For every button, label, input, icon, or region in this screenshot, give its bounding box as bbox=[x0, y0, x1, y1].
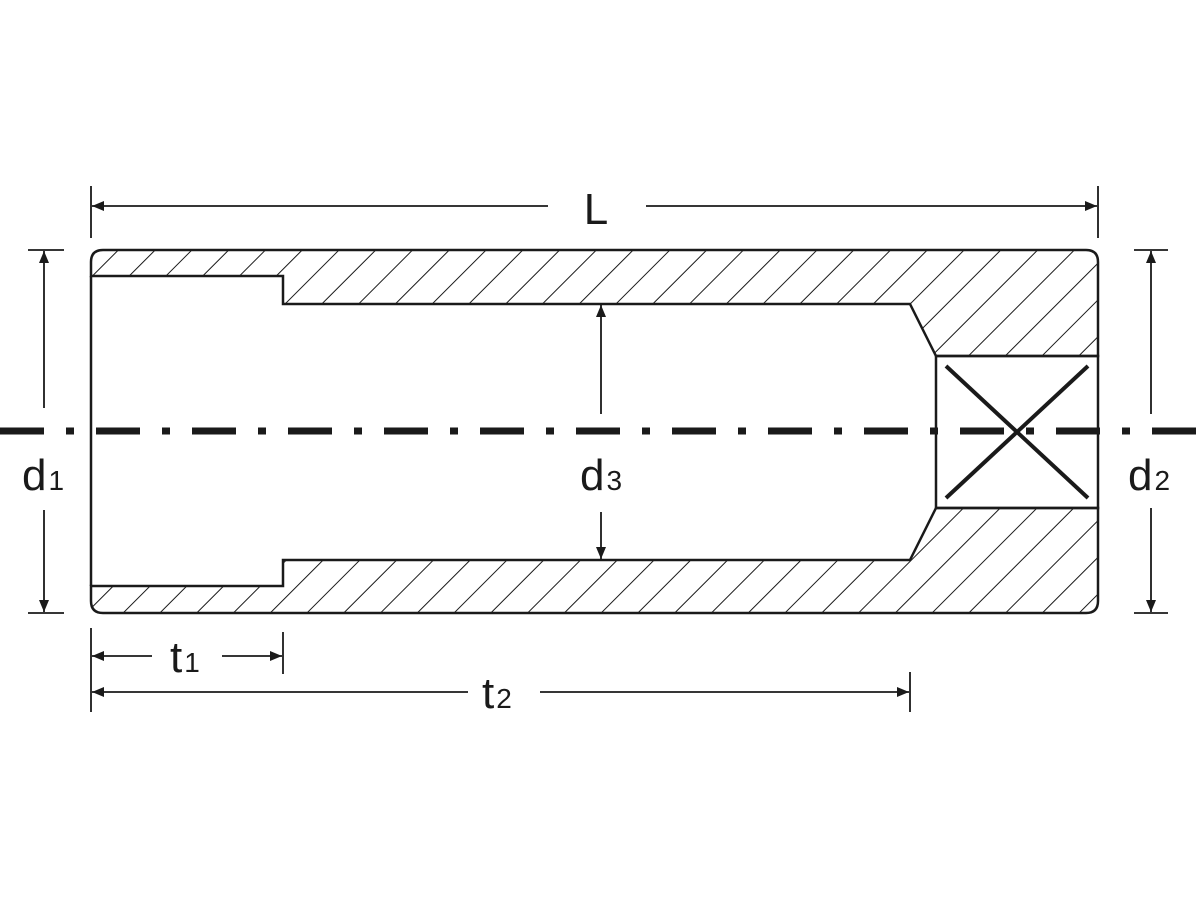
lower-wall-section bbox=[89, 506, 1100, 615]
dimension-t2-base: t bbox=[482, 669, 494, 718]
dimension-l-label: L bbox=[584, 185, 608, 234]
dimension-d3-sub: 3 bbox=[606, 465, 622, 496]
dimension-t2-sub: 2 bbox=[496, 683, 512, 714]
dimension-d1-label: d1 bbox=[22, 451, 64, 500]
dimension-d3-base: d bbox=[580, 451, 604, 500]
dimension-d2-base: d bbox=[1128, 451, 1152, 500]
extension-lines bbox=[28, 186, 1168, 712]
dimension-t1-sub: 1 bbox=[184, 647, 200, 678]
square-drive-cross-b bbox=[944, 364, 1090, 500]
dimension-d2-sub: 2 bbox=[1154, 465, 1170, 496]
dimension-t1-label: t1 bbox=[170, 633, 200, 682]
dimension-d1-sub: 1 bbox=[48, 465, 64, 496]
dimension-t1-base: t bbox=[170, 633, 182, 682]
dimension-d3-label: d3 bbox=[580, 451, 622, 500]
dimension-d1-base: d bbox=[22, 451, 46, 500]
upper-wall-section bbox=[89, 248, 1100, 358]
dimension-d2-label: d2 bbox=[1128, 451, 1170, 500]
dimension-t2-label: t2 bbox=[482, 669, 512, 718]
